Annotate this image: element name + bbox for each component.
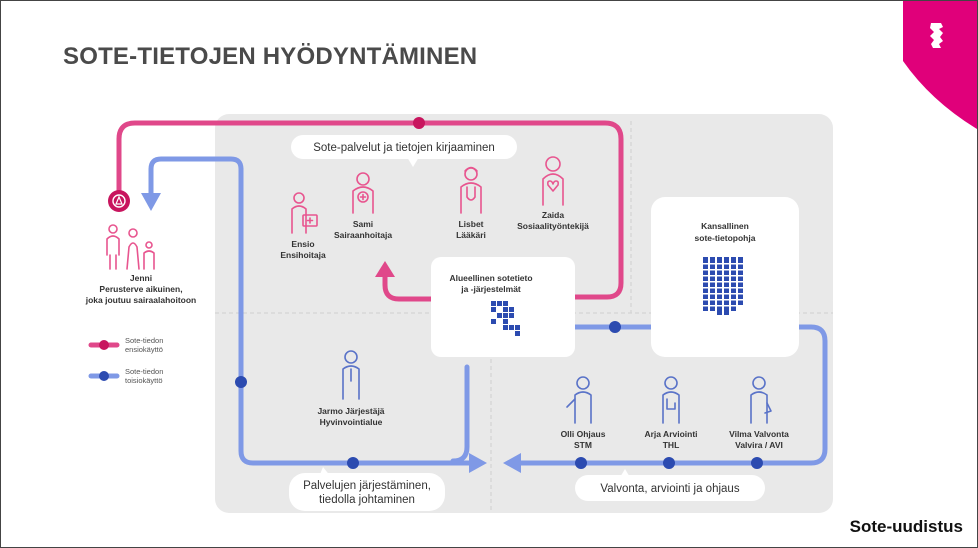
- organizer-icon: [342, 350, 360, 400]
- brand-label: Sote-uudistus: [849, 517, 963, 536]
- blue-arrow-left: [503, 453, 521, 473]
- lisbet-name: Lisbet: [458, 219, 483, 229]
- lisbet-role: Lääkäri: [456, 230, 486, 240]
- ensio-role: Ensihoitaja: [280, 250, 326, 260]
- services-bubble-text: Sote-palvelut ja tietojen kirjaaminen: [313, 142, 495, 154]
- ensio-name: Ensio: [291, 239, 314, 249]
- organizing-bubble-text-1: Palvelujen järjestäminen,: [303, 480, 431, 492]
- legend-secondary-line1: Sote-tiedon: [125, 367, 163, 376]
- regional-data-icon: [491, 301, 520, 336]
- pink-arrow-up: [375, 261, 395, 277]
- vilma-org: Valvira / AVI: [735, 440, 783, 450]
- legend-primary-line1: Sote-tiedon: [125, 336, 163, 345]
- arja-org: THL: [663, 440, 680, 450]
- blue-arrow-down: [141, 193, 161, 211]
- vilma-name: Vilma Valvonta: [729, 429, 789, 439]
- organizing-bubble: Palvelujen järjestäminen, tiedolla johta…: [289, 467, 445, 511]
- paramedic-icon: [291, 192, 318, 234]
- steering-person-icon: [566, 376, 592, 424]
- arja-name: Arja Arviointi: [644, 429, 697, 439]
- olli-org: STM: [574, 440, 592, 450]
- supervisor-icon: [750, 376, 772, 424]
- page-title: SOTE-TIETOJEN HYÖDYNTÄMINEN: [63, 43, 478, 70]
- legend-secondary-line2: toisiokäyttö: [125, 376, 163, 385]
- sami-role: Sairaanhoitaja: [334, 230, 392, 240]
- zaida-role: Sosiaalityöntekijä: [517, 221, 589, 231]
- legend-primary-line2: ensiokäyttö: [125, 345, 163, 354]
- evaluator-icon: [662, 376, 680, 424]
- services-bubble: Sote-palvelut ja tietojen kirjaaminen: [291, 135, 517, 167]
- regional-label-2: ja -järjestelmät: [460, 284, 521, 294]
- national-label-2: sote-tietopohja: [695, 233, 756, 243]
- national-data-icon: [701, 257, 745, 315]
- primary-use-flow: [116, 120, 624, 302]
- organizing-bubble-text-2: tiedolla johtaminen: [319, 494, 415, 506]
- jarmo-role: Hyvinvointialue: [320, 417, 383, 427]
- regional-label-1: Alueellinen sotetieto: [449, 273, 532, 283]
- legend-primary: Sote-tiedon ensiokäyttö: [88, 336, 163, 354]
- olli-name: Olli Ohjaus: [561, 429, 606, 439]
- logo-shape: [903, 1, 977, 129]
- supervision-bubble: Valvonta, arviointi ja ohjaus: [575, 469, 765, 501]
- national-label-1: Kansallinen: [701, 221, 749, 231]
- nurse-icon: [352, 172, 374, 214]
- jenni-desc-1: Perusterve aikuinen,: [99, 284, 182, 294]
- secondary-use-flow: [148, 156, 828, 466]
- doctor-icon: [460, 166, 482, 214]
- lion-icon: [930, 23, 943, 48]
- social-worker-icon: [542, 156, 564, 206]
- pink-node: [413, 117, 425, 129]
- start-node: [108, 190, 130, 212]
- jenni-name: Jenni: [130, 273, 152, 283]
- supervision-bubble-text: Valvonta, arviointi ja ohjaus: [600, 483, 739, 495]
- blue-nodes: [235, 321, 763, 469]
- blue-arrow-right-1: [469, 453, 487, 473]
- legend-secondary: Sote-tiedon toisiokäyttö: [88, 367, 163, 385]
- jenni-desc-2: joka joutuu sairaalahoitoon: [85, 295, 197, 305]
- family-icon: [106, 224, 155, 270]
- jarmo-name: Jarmo Järjestäjä: [317, 406, 384, 416]
- sami-name: Sami: [353, 219, 373, 229]
- zaida-name: Zaida: [542, 210, 564, 220]
